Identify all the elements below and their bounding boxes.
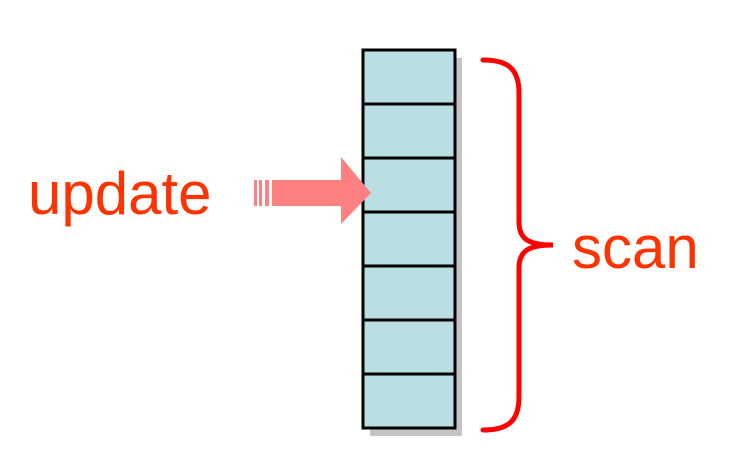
- table-cells: [361, 48, 457, 430]
- table-border: [361, 48, 457, 430]
- table-cell: [361, 48, 457, 106]
- update-label: update: [28, 160, 212, 227]
- table-cell: [361, 264, 457, 322]
- table-cell: [361, 102, 457, 160]
- scan-label: scan: [572, 214, 699, 281]
- table-cell: [361, 210, 457, 268]
- table-cell: [361, 156, 457, 214]
- update-arrow: [254, 157, 371, 224]
- table-cell: [361, 318, 457, 376]
- scan-brace: [480, 57, 554, 433]
- table-cell: [361, 372, 457, 430]
